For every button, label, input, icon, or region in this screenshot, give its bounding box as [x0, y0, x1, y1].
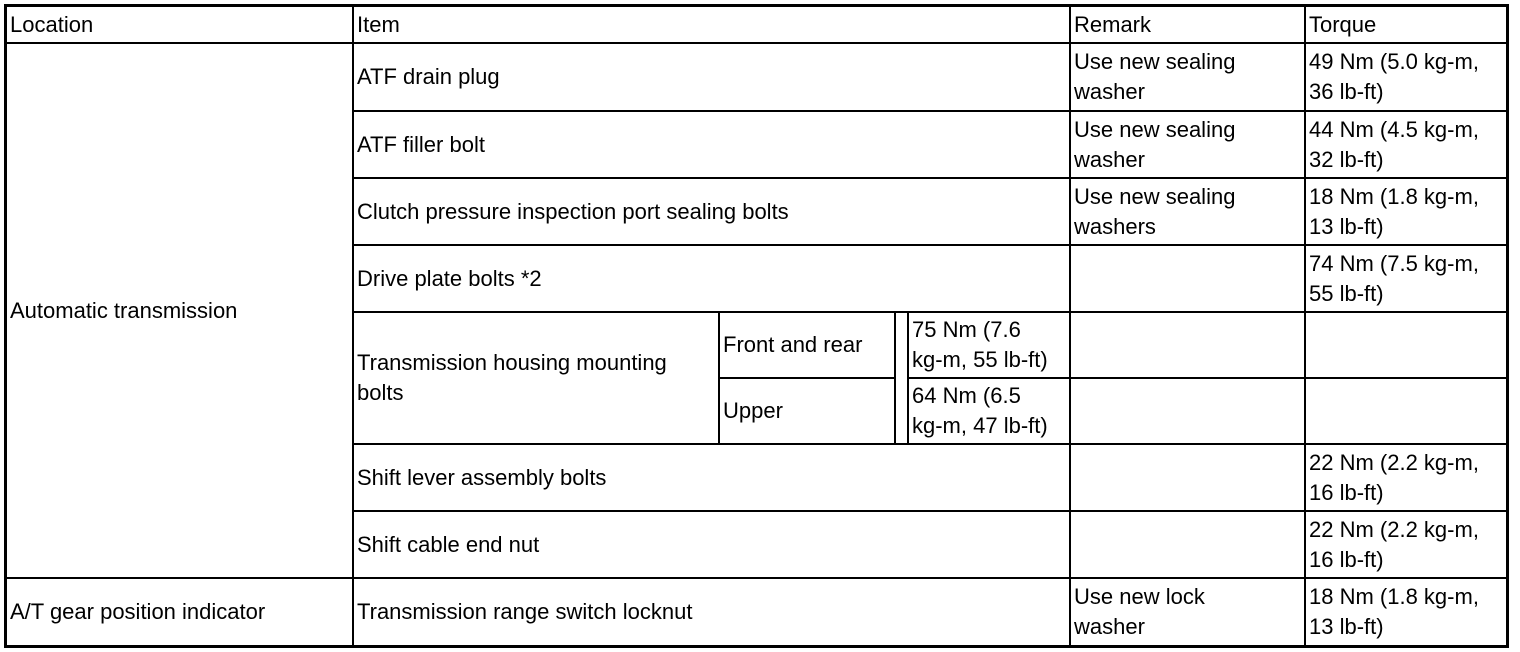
torque-cell: 74 Nm (7.5 kg-m, 55 lb-ft)	[1304, 244, 1509, 313]
item-cell: Transmission range switch locknut	[352, 577, 1071, 647]
position-cell: Upper	[718, 377, 896, 445]
sub-torque-cell: 64 Nm (6.5 kg-m, 47 lb-ft)	[907, 377, 1071, 445]
torque-cell: 18 Nm (1.8 kg-m, 13 lb-ft)	[1304, 177, 1509, 246]
position-cell: Front and rear	[718, 311, 896, 379]
remark-cell	[1069, 377, 1306, 445]
remark-cell	[1069, 510, 1306, 579]
torque-cell: 18 Nm (1.8 kg-m, 13 lb-ft)	[1304, 577, 1509, 647]
header-location: Location	[5, 5, 354, 44]
header-remark: Remark	[1069, 5, 1306, 44]
header-torque: Torque	[1304, 5, 1509, 44]
remark-cell	[1069, 443, 1306, 512]
location-cell: Automatic transmission	[5, 42, 354, 579]
remark-cell: Use new sealing washers	[1069, 177, 1306, 246]
torque-cell	[1304, 311, 1509, 379]
remark-cell	[1069, 311, 1306, 379]
item-cell: Clutch pressure inspection port sealing …	[352, 177, 1071, 246]
remark-cell: Use new sealing washer	[1069, 42, 1306, 112]
torque-cell: 49 Nm (5.0 kg-m, 36 lb-ft)	[1304, 42, 1509, 112]
item-cell: Transmission housing mounting bolts	[352, 311, 720, 445]
torque-cell: 44 Nm (4.5 kg-m, 32 lb-ft)	[1304, 110, 1509, 179]
torque-cell: 22 Nm (2.2 kg-m, 16 lb-ft)	[1304, 443, 1509, 512]
header-item: Item	[352, 5, 1071, 44]
item-cell: Shift cable end nut	[352, 510, 1071, 579]
item-cell: Drive plate bolts *2	[352, 244, 1071, 313]
torque-cell	[1304, 377, 1509, 445]
torque-cell: 22 Nm (2.2 kg-m, 16 lb-ft)	[1304, 510, 1509, 579]
sub-torque-cell: 75 Nm (7.6 kg-m, 55 lb-ft)	[907, 311, 1071, 379]
item-cell: Shift lever assembly bolts	[352, 443, 1071, 512]
item-cell: ATF filler bolt	[352, 110, 1071, 179]
remark-cell	[1069, 244, 1306, 313]
remark-cell: Use new sealing washer	[1069, 110, 1306, 179]
item-cell: ATF drain plug	[352, 42, 1071, 112]
location-cell: A/T gear position indicator	[5, 577, 354, 647]
remark-cell: Use new lock washer	[1069, 577, 1306, 647]
